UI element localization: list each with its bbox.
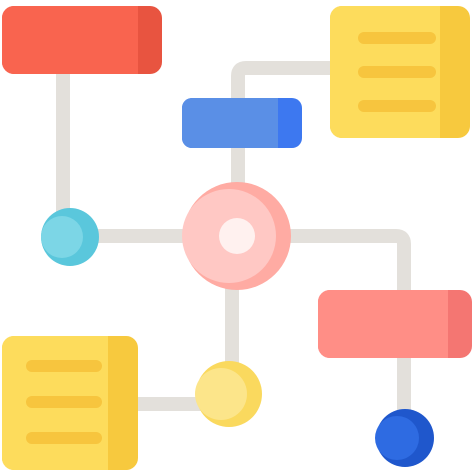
text-line-2 — [26, 396, 102, 408]
yellow-card-top-right — [330, 6, 470, 138]
salmon-rectangle-node — [318, 290, 472, 358]
lightyellow-circle-node — [195, 361, 262, 427]
cyan-circle-node — [41, 208, 99, 266]
yellow-card-bottom-left — [2, 336, 138, 470]
red-rectangle-node — [2, 6, 162, 74]
connector-center-to-salmon — [279, 229, 411, 299]
text-line-1 — [26, 360, 102, 372]
text-line-3 — [358, 100, 436, 112]
text-line-2 — [358, 66, 436, 78]
connector-center-to-top-yellow — [231, 61, 339, 197]
blue-rectangle-node — [182, 98, 302, 148]
central-hub-node — [182, 182, 291, 290]
hub-center-dot — [219, 218, 255, 254]
text-line-1 — [358, 32, 436, 44]
darkblue-circle-node — [375, 409, 434, 467]
text-line-3 — [26, 432, 102, 444]
